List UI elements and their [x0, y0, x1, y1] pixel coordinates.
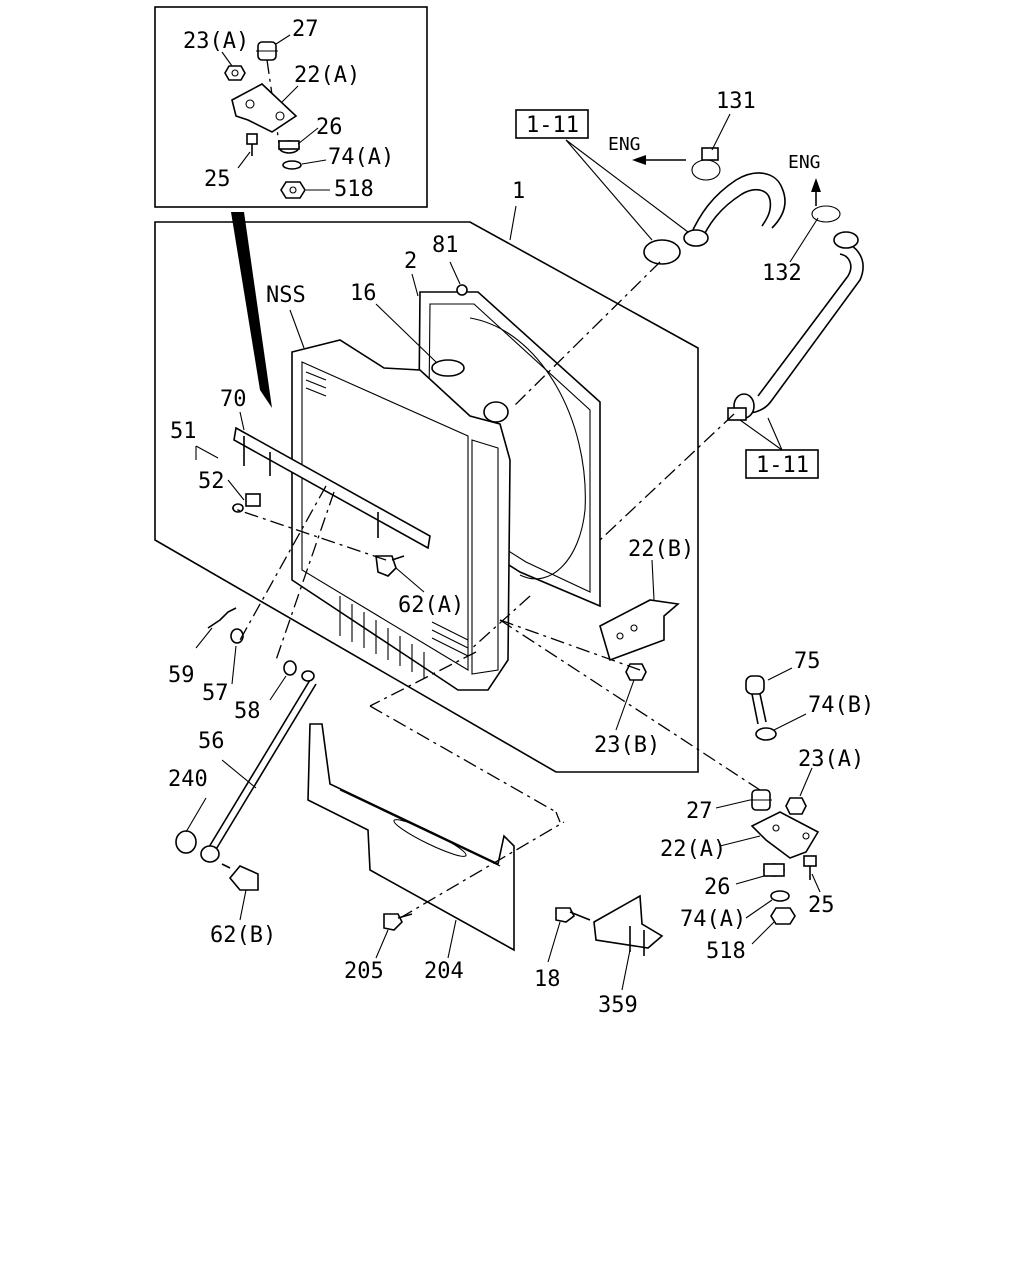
cushion-26-right — [763, 863, 785, 877]
label-70: 70 — [220, 387, 247, 412]
label-18: 18 — [534, 967, 561, 992]
bolt-205 — [383, 913, 413, 931]
ref-box-top — [515, 109, 589, 139]
radiator — [291, 339, 511, 691]
label-359: 359 — [598, 993, 638, 1018]
label-56: 56 — [198, 729, 225, 754]
label-57: 57 — [202, 681, 229, 706]
radiator-outlet — [483, 401, 509, 423]
washer-57 — [230, 628, 244, 644]
label-2: 2 — [404, 249, 417, 274]
inset-cushion-27 — [256, 41, 278, 61]
inset-washer-74a — [282, 160, 302, 170]
label-inset-27: 27 — [292, 17, 319, 42]
label-1: 1 — [512, 179, 525, 204]
label-205: 205 — [344, 959, 384, 984]
bracket-22b — [599, 599, 680, 662]
inset-nut-23a — [224, 65, 246, 81]
label-132: 132 — [762, 261, 802, 286]
label-inset-74a: 74(A) — [328, 145, 394, 170]
shroud-bolt-81 — [456, 284, 468, 296]
bracket-359 — [593, 894, 664, 956]
tie-rod-56 — [200, 670, 317, 863]
label-52: 52 — [198, 469, 225, 494]
label-74b: 74(B) — [808, 693, 874, 718]
label-inset-518: 518 — [334, 177, 374, 202]
nut-23a-right — [785, 797, 807, 815]
inset-detail — [154, 6, 428, 208]
leader-lines — [185, 113, 821, 991]
lower-panel-204 — [307, 723, 515, 952]
label-r74a: 74(A) — [680, 907, 746, 932]
label-r22a: 22(A) — [660, 837, 726, 862]
label-22b: 22(B) — [628, 537, 694, 562]
bolt-25-right — [803, 855, 817, 880]
label-62b: 62(B) — [210, 923, 276, 948]
label-r25: 25 — [808, 893, 835, 918]
label-131: 131 — [716, 89, 756, 114]
assembly-outline — [154, 221, 699, 773]
bushing-240 — [175, 830, 197, 854]
label-inset-22a: 22(A) — [294, 63, 360, 88]
callout-labels: 23(A) 27 22(A) 26 74(A) 25 518 1 2 81 16… — [168, 17, 874, 1018]
upper-hose — [683, 147, 786, 247]
label-ref-top: 1-11 — [526, 113, 579, 138]
label-204: 204 — [424, 959, 464, 984]
label-51: 51 — [170, 419, 197, 444]
radiator-cap-16 — [431, 359, 465, 377]
hook-59 — [207, 607, 237, 629]
inset-bracket-22a — [231, 83, 298, 133]
inset-pointer-arrow — [231, 212, 272, 408]
label-eng-1: ENG — [608, 134, 641, 155]
washer-74b — [755, 727, 777, 741]
washer-74a-right — [770, 890, 790, 902]
label-ref-right: 1-11 — [756, 453, 809, 478]
inset-bolt-25 — [246, 133, 258, 156]
label-eng-2: ENG — [788, 152, 821, 173]
label-81: 81 — [432, 233, 459, 258]
hose-clamp-top — [643, 239, 681, 265]
bolt-62b — [221, 863, 259, 891]
bracket-22a-right — [750, 811, 820, 859]
label-r27: 27 — [686, 799, 713, 824]
right-mount-stack — [745, 675, 820, 925]
inset-nut-518 — [280, 181, 306, 199]
lower-hose — [727, 205, 864, 421]
label-r23a: 23(A) — [798, 747, 864, 772]
label-75: 75 — [794, 649, 821, 674]
bolt-75 — [745, 675, 767, 725]
label-62a: 62(A) — [398, 593, 464, 618]
inset-cushion-26 — [278, 140, 300, 154]
inset-frame — [154, 6, 428, 208]
label-nss: NSS — [266, 283, 306, 308]
cushion-27-right — [750, 789, 772, 811]
label-inset-23a: 23(A) — [183, 29, 249, 54]
bolt-18 — [555, 907, 591, 923]
clamp-132 — [811, 205, 841, 223]
label-inset-26: 26 — [316, 115, 343, 140]
label-59: 59 — [168, 663, 195, 688]
nut-518-right — [770, 907, 796, 925]
label-23b: 23(B) — [594, 733, 660, 758]
screw-52 — [232, 493, 261, 513]
label-inset-25: 25 — [204, 167, 231, 192]
label-16: 16 — [350, 281, 377, 306]
label-r26: 26 — [704, 875, 731, 900]
tank-bracket-70 — [233, 426, 431, 550]
label-240: 240 — [168, 767, 208, 792]
label-r518: 518 — [706, 939, 746, 964]
clamp-131 — [701, 147, 719, 161]
washer-58 — [283, 660, 297, 676]
bolt-62a — [375, 555, 405, 577]
label-58: 58 — [234, 699, 261, 724]
nut-23b — [625, 663, 647, 681]
inset-axis — [266, 59, 281, 151]
